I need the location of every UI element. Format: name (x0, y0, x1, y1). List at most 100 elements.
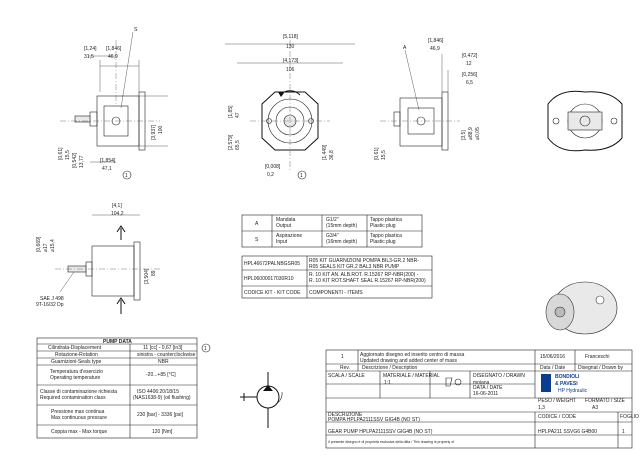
dim-lower-top-in: [4,1] (112, 203, 122, 209)
title-block: 1 Aggiornato disegno ed inserito centro … (325, 349, 639, 449)
note-1-front: 1 (125, 173, 128, 179)
dim-lower-right-mm: 89 (151, 270, 157, 276)
pump-body-lower (91, 245, 135, 297)
material-label: MATERIALE / MATERIAL (383, 373, 440, 379)
shaft-front (89, 111, 98, 127)
dim-mid-left-mm: 47 (235, 112, 241, 118)
label-s: S (134, 27, 138, 33)
rear-flange (547, 90, 623, 152)
rev-desc: Aggiornato disegno ed inserito centro di… (360, 352, 464, 364)
date-label: DATA / DATE (473, 385, 503, 391)
kits-header-code: CODICE KIT - KIT CODE (244, 290, 301, 296)
spline-front (74, 115, 91, 123)
dim-side-right-tol: ⌀0,05 (475, 127, 481, 140)
scale-label: SCALA / SCALE (328, 373, 365, 379)
pump-iso-image (545, 281, 618, 335)
rear-port (579, 115, 591, 127)
rear-bolt-right (610, 117, 618, 125)
dim-side-left-in: [0,61] (374, 147, 380, 160)
mid-view: [5,118] 130 [4,173] 106 [1,85] 47 [2,579… (225, 34, 355, 180)
rotation-arrowhead (278, 92, 284, 97)
kit-1-code: HPL46672PALNBGSR05 (244, 261, 300, 267)
projection-symbol (445, 377, 453, 387)
pd-row1-label: Cilindrata-Displacement (48, 345, 102, 351)
rev-date: 15/06/2016 (540, 354, 565, 360)
dim-lower-left-tol: ⌀15,4 (50, 239, 56, 252)
company-line2: & PAVESI (555, 381, 578, 387)
dim-front-right-mm: 100 (158, 125, 164, 134)
scale-value: 1:1 (384, 380, 391, 386)
side-view: A [1,846] 46,9 [0,472] 12 [0,256] 6,5 [0… (374, 38, 481, 160)
dim-front-left2-mm: 13,77 (79, 155, 85, 168)
port-a-thread: G1/2"(15mm depth) (326, 217, 357, 229)
sheet-value: 1 (622, 429, 625, 435)
rev-header-date: Data / Date (540, 365, 566, 371)
drawn-value: moiana (473, 380, 490, 386)
code-value: HPLPA211 SSVG6 G4B00 (538, 429, 597, 435)
dim-front-a-in: [1,24] (84, 46, 97, 52)
pd-row1-value: 11 [cc] - 0,67 [in3] (143, 345, 183, 351)
dim-mid-b-mm: 106 (286, 67, 295, 73)
rev-header-rev: Rev. (340, 365, 350, 371)
dim-front-b-in: [1,846] (106, 46, 122, 52)
dim-mid-left2-mm: 65,5 (235, 140, 241, 150)
pd-row3-value: NBR (158, 359, 169, 365)
dim-front-left2-in: [0,542] (72, 152, 78, 168)
pd-row2-value: sinistra - counterclockwise (137, 352, 196, 358)
dim-mid-b-in: [4,173] (283, 58, 299, 64)
dim-lower-left-mm: ⌀17 (43, 243, 49, 252)
port-arrow-up (116, 225, 126, 240)
symbol-triangle (263, 385, 273, 391)
company-line3: HP Hydraulic (558, 388, 588, 394)
dim-lower-right-in: [3,504] (144, 268, 150, 284)
dim-mid-left-in: [1,85] (228, 105, 234, 118)
pd-row7-value: 120 [Nm] (152, 429, 173, 435)
note-1-mid-marker (297, 170, 307, 180)
weight-value: 1,3 (538, 405, 545, 411)
kit-1-desc: R05 KIT GUARNIZIONI POMPA BIL3-GR.2 NBR-… (309, 258, 419, 270)
lower-view: [4,1] 104,2 [0,669] ⌀17 ⌀15,4 [3,504] 89… (36, 203, 160, 314)
dim-side-a-in: [1,846] (428, 38, 444, 44)
date-value: 16-06-2011 (473, 391, 498, 397)
dim-side-left-mm: 15,5 (381, 150, 387, 160)
port-s-thread: G3/4"(16mm depth) (326, 233, 357, 245)
footer-note: Il presente disegno è di proprietà esclu… (328, 440, 454, 444)
dim-front-right-in: [3,937] (151, 124, 157, 140)
kits-header-desc: COMPONENTI - ITEMS (309, 290, 363, 296)
dim-lower-top-mm: 104,2 (111, 211, 124, 217)
sheet-size-value: A3 (592, 405, 598, 411)
company-line1: BONDIOLI (555, 374, 580, 380)
spline-note-1: SAE J 498 (40, 296, 64, 302)
dim-side-right-in: [3,5] (461, 130, 467, 140)
pd-row4-value: -20...+85 [°C] (146, 372, 176, 378)
dim-side-c-in: [0,256] (462, 72, 478, 78)
dim-front-left-in: [0,61] (58, 147, 64, 160)
dim-mid-bottom-in: [0,008] (265, 164, 281, 170)
dim-front-b-mm: 46,9 (108, 54, 118, 60)
sheet-size-label: FORMATO / SIZE (585, 398, 625, 404)
rear-body (567, 111, 603, 131)
rev-drawn-by: Franceschi (585, 354, 609, 360)
drawn-label: DISEGNATO / DRAWN (473, 373, 525, 379)
pump-body-side (399, 97, 443, 147)
pd-row3-label: Guarnizioni-Seals type (51, 359, 102, 365)
port-a-id: A (255, 221, 259, 227)
kit-2-code: HPL06000017030R10 (244, 276, 294, 282)
port-arrow-down (116, 297, 126, 314)
pd-row6-value: 230 [bar] - 3336 [psi] (137, 412, 183, 418)
dim-front-bottom-mm: 47,1 (102, 166, 112, 172)
pump-data-title: PUMP DATA (103, 339, 132, 345)
rev-num: 1 (341, 354, 344, 360)
label-a: A (403, 45, 407, 51)
pd-note: 1 (204, 346, 207, 352)
spline-note-2: 9T-16/32 Dp (36, 302, 64, 308)
dim-side-a-mm: 46,9 (430, 46, 440, 52)
